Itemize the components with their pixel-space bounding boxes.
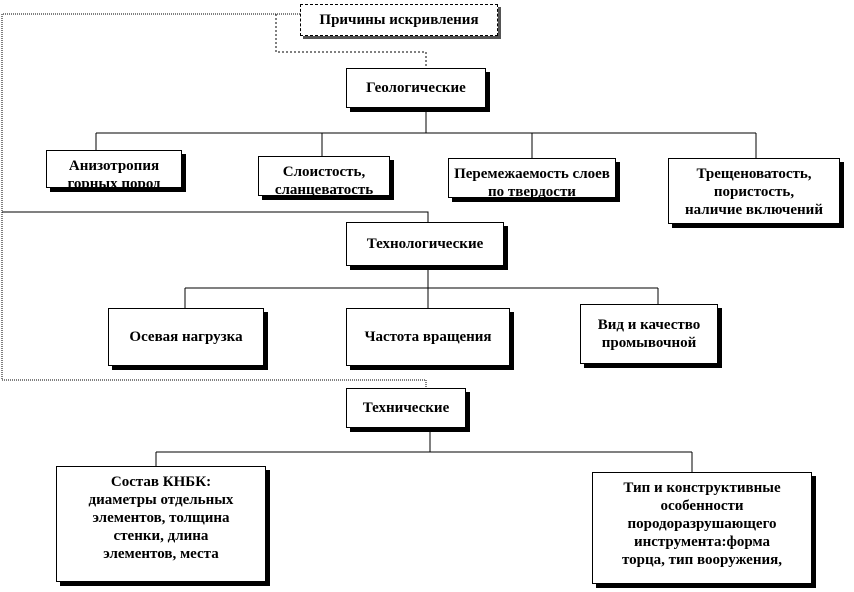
technological-node: Технологические	[346, 222, 504, 266]
geological-item-1-label: Анизотропия горных пород	[67, 158, 161, 188]
geological-node: Геологические	[346, 68, 486, 108]
technological-label: Технологические	[366, 236, 484, 252]
technical-item-2: Тип и конструктивные особенности породор…	[592, 472, 812, 584]
technical-item-1: Состав КНБК: диаметры отдельных элементо…	[56, 466, 266, 582]
technical-item-2-label: Тип и конструктивные особенности породор…	[622, 480, 782, 568]
geological-label: Геологические	[366, 80, 466, 96]
technical-item-1-label: Состав КНБК: диаметры отдельных элементо…	[88, 474, 234, 562]
technological-item-1: Осевая нагрузка	[108, 308, 264, 366]
geological-item-1: Анизотропия горных пород	[46, 150, 182, 188]
geological-item-4-label: Трещеноватость, пористость, наличие вклю…	[685, 166, 823, 218]
geological-item-2-label: Слоистость, сланцеватость	[274, 164, 374, 196]
technological-item-3-label: Вид и качество промывочной	[597, 317, 701, 351]
connector-root-geological	[275, 14, 427, 70]
geological-item-4: Трещеноватость, пористость, наличие вклю…	[668, 158, 840, 224]
technical-label: Технические	[362, 400, 450, 416]
geological-item-3-label: Перемежаемость слоев по твердости	[454, 166, 610, 198]
geological-item-3: Перемежаемость слоев по твердости	[448, 158, 616, 198]
technological-item-2: Частота вращения	[346, 308, 510, 366]
geological-item-2: Слоистость, сланцеватость	[258, 156, 390, 196]
connector-frame-technological	[2, 211, 429, 224]
root-node: Причины искривления	[300, 4, 498, 36]
root-label: Причины искривления	[319, 12, 479, 28]
connector-root-frame	[1, 13, 427, 394]
technological-item-2-label: Частота вращения	[364, 329, 492, 345]
technological-item-1-label: Осевая нагрузка	[129, 329, 243, 345]
technical-node: Технические	[346, 388, 466, 428]
technological-item-3: Вид и качество промывочной	[580, 304, 718, 364]
